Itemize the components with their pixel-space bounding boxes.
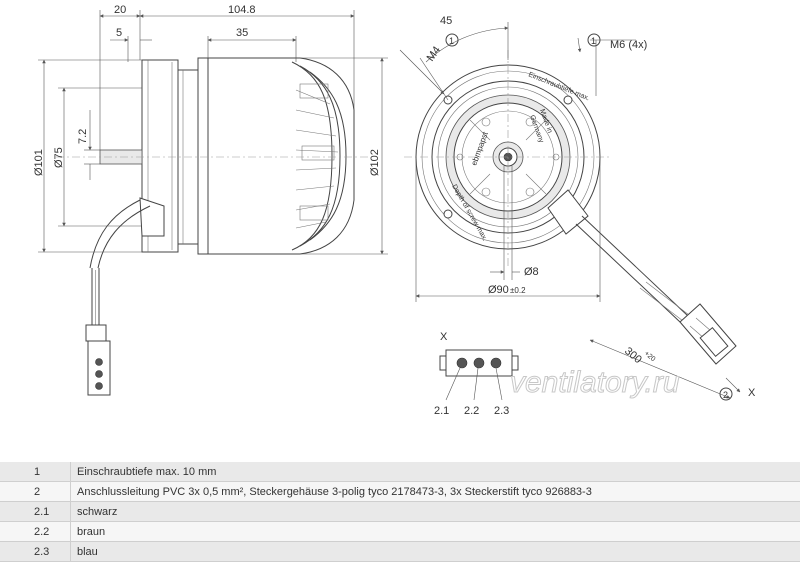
legend-text: braun	[71, 522, 800, 542]
legend-number: 1	[0, 462, 71, 482]
dim-cable-tol: +20	[643, 350, 657, 363]
technical-drawing: 20 104.8 5 35 Ø101 Ø75 7.2 Ø102	[0, 0, 800, 455]
legend-text: Einschraubtiefe max. 10 mm	[71, 462, 800, 482]
dim-flange-width: 20	[114, 4, 126, 16]
side-view: 20 104.8 5 35 Ø101 Ø75 7.2 Ø102	[33, 4, 388, 395]
legend-row: 2.3 blau	[0, 542, 800, 562]
callout-note-1: 1	[449, 36, 454, 46]
legend-row: 1 Einschraubtiefe max. 10 mm	[0, 462, 800, 482]
legend-text: Anschlussleitung PVC 3x 0,5 mm², Stecker…	[71, 482, 800, 502]
dim-dia-90: Ø90	[488, 284, 509, 296]
dim-step: 5	[116, 27, 122, 39]
legend-number: 2.3	[0, 542, 71, 562]
watermark: ventilatory.ru	[510, 366, 680, 399]
legend-number: 2.2	[0, 522, 71, 542]
pin-hole	[457, 358, 467, 368]
legend-row: 2.1 schwarz	[0, 502, 800, 522]
pin-hole	[491, 358, 501, 368]
dim-angle: 45	[440, 15, 452, 27]
view-x-connector: X 2.1 2.2 2.3	[434, 331, 518, 417]
callout-note-1b: 1	[591, 36, 596, 46]
pin-hole	[474, 358, 484, 368]
legend-number: 2.1	[0, 502, 71, 522]
pin-label-2-3: 2.3	[494, 405, 509, 417]
view-marker-x: X	[440, 331, 448, 343]
legend-table: 1 Einschraubtiefe max. 10 mm 2 Anschluss…	[0, 462, 800, 562]
dim-dia-8: Ø8	[524, 266, 539, 278]
dim-shaft-offset: 7.2	[77, 129, 89, 144]
legend-text: blau	[71, 542, 800, 562]
legend-number: 2	[0, 482, 71, 502]
dim-dia-101: Ø101	[33, 149, 45, 176]
dim-dia-102: Ø102	[369, 149, 381, 176]
thread-m6: M6 (4x)	[610, 39, 647, 51]
mounting-hole	[564, 96, 572, 104]
view-marker-x2: X	[748, 387, 756, 399]
legend-text: schwarz	[71, 502, 800, 522]
pin-label-2-1: 2.1	[434, 405, 449, 417]
dim-cable-length: 300	[622, 345, 644, 366]
front-view: Einschraubtiefe max. Made in Germany ebm…	[400, 15, 756, 400]
pin-label-2-2: 2.2	[464, 405, 479, 417]
mounting-hole	[444, 210, 452, 218]
legend-row: 2.2 braun	[0, 522, 800, 542]
dim-body-length: 35	[236, 27, 248, 39]
legend-row: 2 Anschlussleitung PVC 3x 0,5 mm², Steck…	[0, 482, 800, 502]
callout-note-2: 2	[723, 390, 728, 400]
dim-total-length: 104.8	[228, 4, 256, 16]
dim-dia-90-tol: ±0.2	[510, 286, 526, 295]
dim-dia-75: Ø75	[53, 147, 65, 168]
